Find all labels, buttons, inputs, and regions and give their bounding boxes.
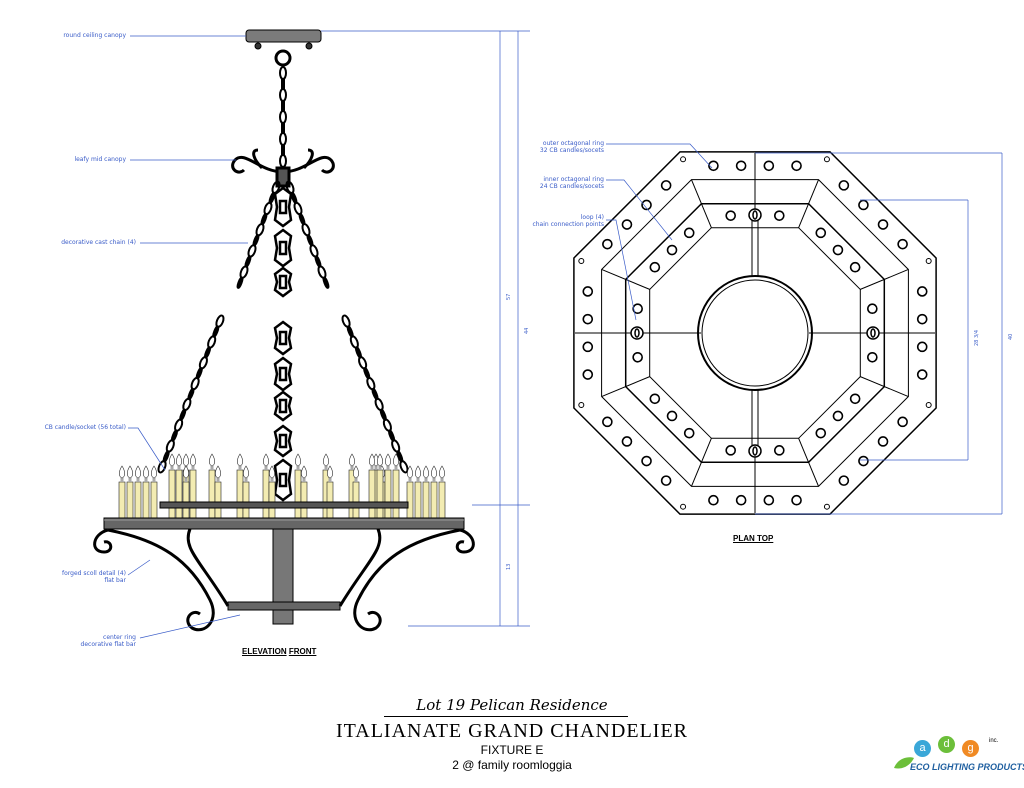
dim-upper-height: 44	[524, 327, 530, 334]
note-inner-octagonal-ring: inner octagonal ring 24 CB candles/socet…	[500, 176, 604, 190]
note-decorative-cast-chain: decorative cast chain (4)	[61, 239, 136, 246]
note-loop: loop (4) chain connection points	[500, 214, 604, 228]
plan-candle-sockets	[578, 156, 932, 510]
logo-inc: inc.	[989, 738, 999, 744]
fixture-title: ITALIANATE GRAND CHANDELIER	[335, 720, 689, 742]
elevation-label-prefix: ELEVATION	[242, 647, 287, 656]
note-round-ceiling-canopy: round ceiling canopy	[63, 32, 126, 39]
note-outer-octagonal-ring: outer octagonal ring 32 CB candles/socet…	[500, 140, 604, 154]
note-loop-line1: loop (4)	[580, 214, 604, 221]
note-inner-line1: inner octagonal ring	[543, 176, 604, 183]
note-cb-candle-socket: CB candle/socket (56 total)	[44, 424, 126, 431]
logo-letter-a: a	[914, 740, 931, 757]
candle-row	[118, 453, 446, 519]
project-name: Lot 19 Pelican Residence	[416, 696, 608, 714]
logo-letter-d: d	[938, 736, 955, 753]
note-center-ring-line1: center ring	[103, 634, 136, 641]
note-leafy-mid-canopy: leafy mid canopy	[74, 156, 126, 163]
elevation-label-suffix: FRONT	[288, 647, 317, 656]
forged-scrolls	[93, 528, 475, 632]
fixture-id: FIXTURE E	[480, 743, 544, 757]
note-outer-line2: 32 CB candles/socets	[539, 147, 604, 154]
plan-view-label: PLAN TOP	[733, 534, 774, 543]
dim-inner-width: 28 3/4	[974, 330, 980, 346]
note-center-ring-line2: decorative flat bar	[80, 641, 136, 648]
note-inner-line2: 24 CB candles/socets	[539, 183, 604, 190]
decorative-cast-chains	[157, 180, 409, 474]
center-ring	[227, 601, 341, 611]
note-outer-line1: outer octagonal ring	[542, 140, 604, 147]
elevation-view-label: ELEVATION FRONT	[242, 647, 316, 656]
ceiling-canopy	[245, 29, 322, 43]
logo-text: ECO LIGHTING PRODUCTS	[910, 762, 1024, 772]
leaf-icon	[894, 757, 914, 769]
center-cast-chain	[273, 186, 293, 502]
dim-outer-width: 40	[1008, 333, 1014, 340]
note-loop-line2: chain connection points	[532, 221, 604, 228]
elevation-drawing	[93, 29, 530, 639]
upper-chain	[279, 66, 287, 178]
title-rule	[384, 716, 628, 717]
dim-overall-height: 57	[506, 293, 512, 300]
plan-drawing	[573, 143, 1003, 515]
plan-center-ring	[697, 275, 813, 391]
dim-lower-height: 13	[506, 563, 512, 570]
note-center-ring: center ring decorative flat bar	[20, 634, 136, 648]
logo-letter-g: g	[962, 740, 979, 757]
adg-logo: a d g inc. ECO LIGHTING PRODUCTS	[890, 732, 1024, 778]
chain-loops	[630, 208, 880, 458]
inner-ring-band	[159, 501, 409, 509]
note-forged-scroll: forged scoll detail (4) flat bar	[20, 570, 126, 584]
center-post	[272, 528, 294, 625]
fixture-quantity: 2 @ family roomloggia	[452, 758, 572, 772]
note-forged-scroll-line2: flat bar	[104, 577, 126, 584]
note-forged-scroll-line1: forged scoll detail (4)	[62, 570, 126, 577]
